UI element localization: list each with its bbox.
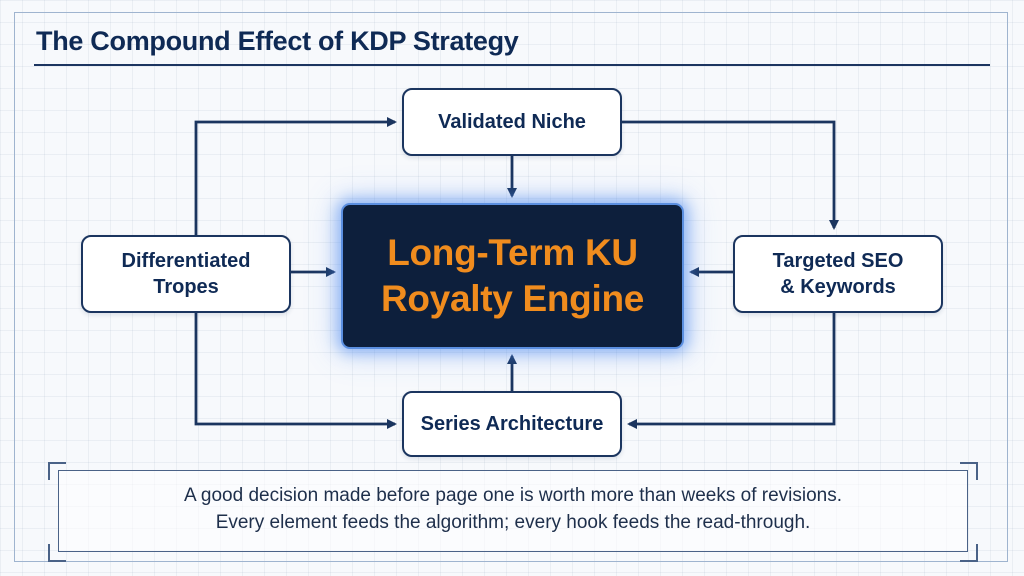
corner-bracket: [960, 462, 978, 480]
center-royalty-engine: Long-Term KU Royalty Engine: [341, 203, 684, 349]
node-validated-niche: Validated Niche: [402, 88, 622, 156]
node-targeted-seo-keywords: Targeted SEO & Keywords: [733, 235, 943, 313]
corner-bracket: [960, 544, 978, 562]
corner-bracket: [48, 462, 66, 480]
arrow-niche-to-seo: [622, 120, 839, 230]
title-divider: [34, 64, 990, 66]
quote-text: A good decision made before page one is …: [58, 482, 968, 536]
quote-line-2: Every element feeds the algorithm; every…: [215, 512, 811, 533]
page-title: The Compound Effect of KDP Strategy: [36, 26, 519, 56]
quote-box: [58, 470, 968, 552]
arrow-seo-to-series: [627, 313, 836, 429]
arrow-tropes-to-niche: [194, 117, 397, 235]
node-differentiated-tropes: Differentiated Tropes: [81, 235, 291, 313]
arrow-tropes-to-series: [194, 313, 397, 429]
node-series-architecture: Series Architecture: [402, 391, 622, 457]
corner-bracket: [48, 544, 66, 562]
quote-line-1: A good decision made before page one is …: [184, 485, 842, 506]
outer-frame: [14, 12, 1008, 562]
